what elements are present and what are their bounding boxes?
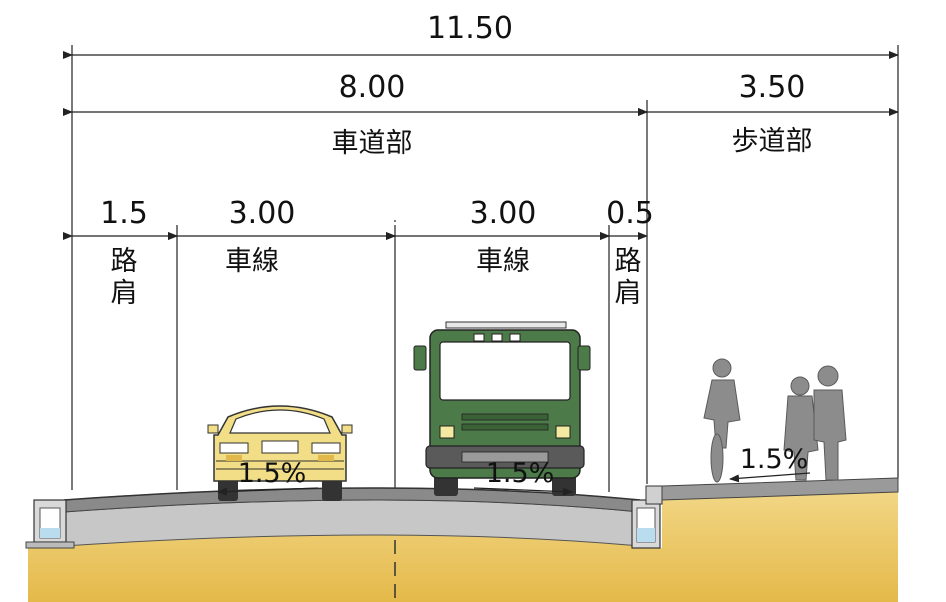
dim-total: 11.50 <box>427 11 513 46</box>
label-roadway: 車道部 <box>332 128 413 159</box>
right-gutter <box>631 485 663 549</box>
slope-arrows <box>217 472 811 496</box>
dim-shoulder-left: 1.5 <box>100 196 148 231</box>
slope-sidewalk: 1.5% <box>740 444 809 475</box>
dimension-lines <box>63 45 899 492</box>
dim-sidewalk: 3.50 <box>739 70 806 105</box>
label-shoulder-right-1: 路 <box>615 246 642 277</box>
label-lane-left: 車線 <box>225 246 279 277</box>
slope-lane-right: 1.5% <box>486 458 555 489</box>
left-gutter <box>25 499 75 549</box>
label-shoulder-right-2: 肩 <box>615 278 642 309</box>
label-shoulder-left-1: 路 <box>111 246 138 277</box>
dim-roadway: 8.00 <box>339 70 406 105</box>
truck-illustration <box>413 321 591 496</box>
label-shoulder-left-2: 肩 <box>111 278 138 309</box>
road-pavement <box>63 487 641 547</box>
label-lane-right: 車線 <box>476 246 530 277</box>
slope-lane-left: 1.5% <box>238 458 307 489</box>
dim-lane-right: 3.00 <box>470 196 537 231</box>
dim-shoulder-right: 0.5 <box>606 196 654 231</box>
car-illustration <box>207 405 353 501</box>
ground <box>28 482 898 602</box>
dim-lane-left: 3.00 <box>229 196 296 231</box>
sidewalk-surface <box>661 477 899 501</box>
pedestrian-illustration <box>703 358 847 483</box>
label-sidewalk: 歩道部 <box>732 126 813 157</box>
